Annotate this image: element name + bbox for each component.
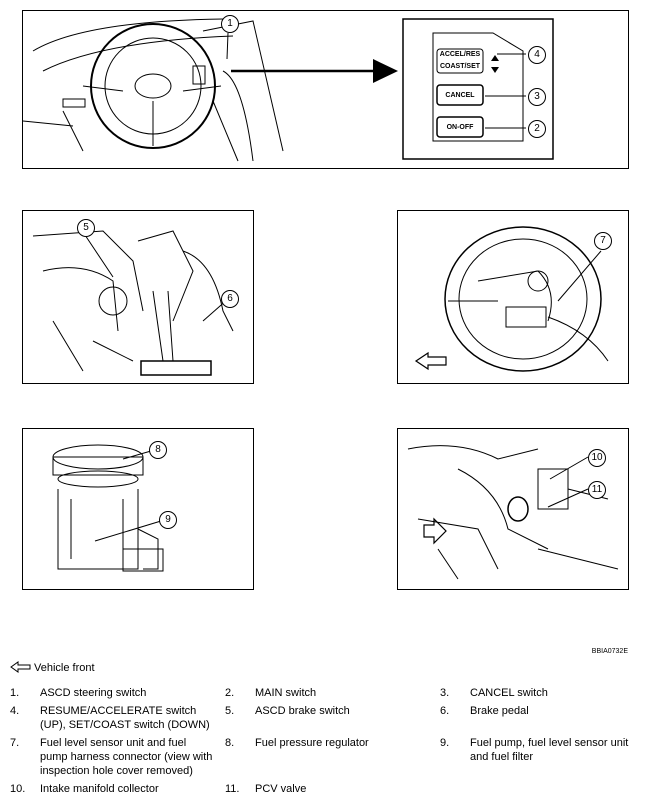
callout-3: 3 bbox=[528, 88, 546, 106]
intake-panel: 10 11 bbox=[397, 428, 629, 590]
callout-7: 7 bbox=[594, 232, 612, 250]
callout-10: 10 bbox=[588, 449, 606, 467]
legend: Vehicle front 1.ASCD steering switch 2.M… bbox=[10, 660, 640, 796]
legend-item: 2.MAIN switch bbox=[225, 687, 317, 699]
cockpit-panel: 1 ACCEL/RES COAST/SET CANCEL ON-OFF 4 3 … bbox=[22, 10, 629, 169]
legend-item: 11.PCV valve bbox=[225, 783, 307, 795]
legend-vehicle-front: Vehicle front bbox=[10, 660, 640, 676]
cockpit-illustration bbox=[23, 18, 554, 162]
legend-item: 8.Fuel pressure regulator bbox=[225, 737, 369, 749]
legend-item: 7.Fuel level sensor unit and fuel pump h… bbox=[10, 737, 213, 777]
callout-6: 6 bbox=[221, 290, 239, 308]
fuel-pump-panel: 8 9 bbox=[22, 428, 254, 590]
callout-8: 8 bbox=[149, 441, 167, 459]
coast-set-label: COAST/SET bbox=[439, 63, 481, 70]
legend-item: 5.ASCD brake switch bbox=[225, 705, 350, 717]
legend-item: 6.Brake pedal bbox=[440, 705, 529, 717]
callout-2: 2 bbox=[528, 120, 546, 138]
fuel-top-illustration bbox=[414, 226, 609, 372]
callout-5: 5 bbox=[77, 219, 95, 237]
accel-res-label: ACCEL/RES bbox=[439, 51, 481, 58]
legend-item: 9.Fuel pump, fuel level sensor unit and … bbox=[440, 737, 629, 763]
brake-illustration bbox=[32, 230, 234, 376]
callout-4: 4 bbox=[528, 46, 546, 64]
legend-item: 3.CANCEL switch bbox=[440, 687, 548, 699]
fuel-top-panel: 7 bbox=[397, 210, 629, 384]
fuel-pump-illustration bbox=[52, 444, 164, 572]
legend-item: 1.ASCD steering switch bbox=[10, 687, 147, 699]
vehicle-front-arrow-icon bbox=[10, 660, 34, 676]
on-off-label: ON-OFF bbox=[446, 124, 474, 131]
callout-1: 1 bbox=[221, 15, 239, 33]
callout-9: 9 bbox=[159, 511, 177, 529]
callout-11: 11 bbox=[588, 481, 606, 499]
legend-grid: 1.ASCD steering switch 2.MAIN switch 3.C… bbox=[10, 686, 640, 796]
legend-item: 4.RESUME/ACCELERATE switch (UP), SET/COA… bbox=[10, 705, 210, 731]
cancel-label: CANCEL bbox=[445, 92, 475, 99]
vehicle-front-label: Vehicle front bbox=[34, 662, 95, 674]
figure-code: BBIA0732E bbox=[591, 648, 628, 655]
brake-panel: 5 6 bbox=[22, 210, 254, 384]
legend-item: 10.Intake manifold collector bbox=[10, 783, 159, 795]
